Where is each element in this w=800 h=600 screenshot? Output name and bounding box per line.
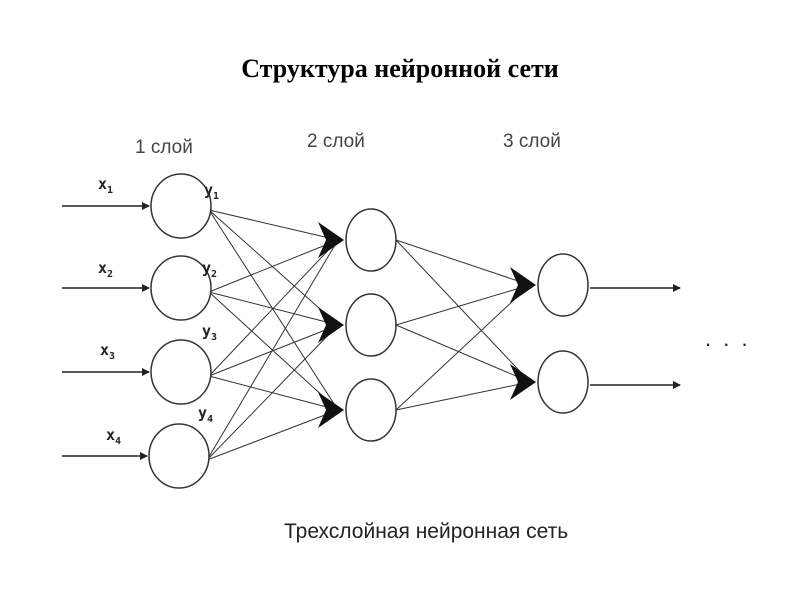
output-label-y2: y2	[202, 259, 217, 280]
connection-l1-1-l2-3	[208, 209, 339, 411]
output-label-y4: y4	[198, 404, 213, 425]
connection-l1-1-l2-2	[208, 209, 339, 326]
connection-l1-4-l2-3	[206, 409, 339, 461]
connection-l1-4-l2-2	[206, 324, 339, 461]
node-layer3-1	[537, 253, 589, 317]
node-layer1-2	[150, 255, 212, 321]
connection-l1-1-l2-1	[208, 209, 339, 241]
output-arrows	[590, 284, 681, 389]
connection-l2-2-l3-2	[395, 324, 531, 383]
node-layer2-3	[345, 378, 397, 442]
output-label-y3: y3	[202, 322, 217, 343]
input-label-x4: x4	[106, 426, 121, 447]
node-layer2-2	[345, 293, 397, 357]
connection-l2-1-l3-1	[395, 239, 531, 286]
connection-l2-1-l3-2	[395, 239, 531, 383]
layer-label-3: 3 слой	[503, 131, 561, 152]
connection-l1-3-l2-1	[208, 239, 339, 377]
arrowheads	[318, 222, 536, 428]
node-layer3-2	[537, 350, 589, 414]
connection-l2-3-l3-1	[395, 284, 531, 411]
node-layer1-3	[150, 339, 212, 405]
input-label-x3: x3	[100, 341, 115, 362]
connection-l2-2-l3-1	[395, 284, 531, 326]
layer-label-1: 1 слой	[135, 137, 193, 158]
output-label-y1: y1	[204, 181, 219, 202]
node-layer1-4	[148, 423, 210, 489]
connection-l1-3-l2-2	[208, 324, 339, 377]
connections	[206, 209, 531, 461]
connection-l2-3-l3-2	[395, 381, 531, 411]
ellipsis: . . .	[705, 326, 751, 351]
arrowhead-4	[510, 267, 536, 303]
connection-l1-3-l2-3	[208, 375, 339, 411]
node-layer2-1	[345, 208, 397, 272]
arrowhead-3	[318, 392, 344, 428]
arrowhead-5	[510, 364, 536, 400]
page-title: Структура нейронной сети	[241, 54, 559, 83]
arrowhead-1	[318, 222, 344, 258]
input-label-x1: x1	[98, 175, 113, 196]
arrowhead-2	[318, 307, 344, 343]
input-label-x2: x2	[98, 259, 113, 280]
node-layer1-1	[150, 173, 212, 239]
caption: Трехслойная нейронная сеть	[284, 520, 568, 543]
input-arrows	[62, 202, 150, 460]
connection-l1-2-l2-1	[208, 239, 339, 293]
nodes	[148, 173, 589, 489]
layer-label-2: 2 слой	[307, 131, 365, 152]
connection-l1-4-l2-1	[206, 239, 339, 461]
